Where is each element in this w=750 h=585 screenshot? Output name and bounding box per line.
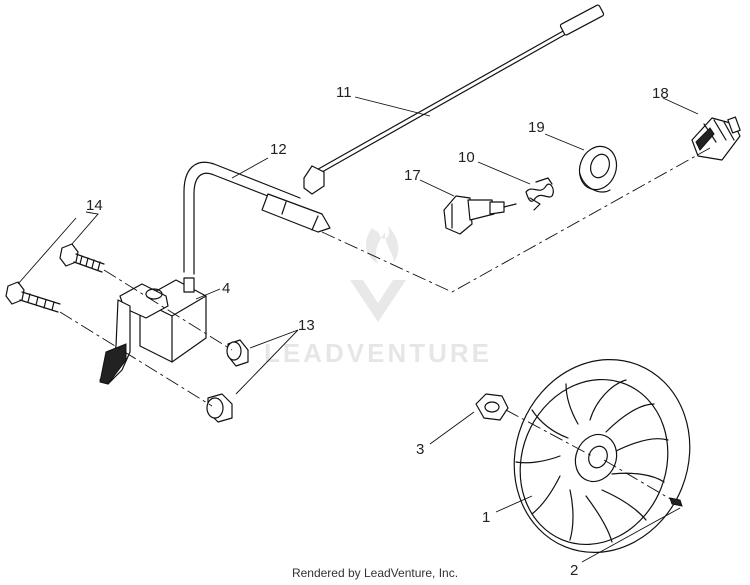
- callout-13: 13: [298, 317, 315, 334]
- callout-17: 17: [404, 167, 421, 184]
- part-17-spark-plug: [443, 195, 517, 235]
- part-10-spring: [525, 177, 554, 211]
- watermark-text: LEADVENTURE: [264, 338, 492, 368]
- part-19-grommet: [578, 145, 618, 193]
- leadventure-watermark: LEADVENTURE: [264, 226, 492, 368]
- assembly-centerlines: [59, 147, 711, 501]
- callout-10: 10: [458, 149, 475, 166]
- callout-labels: 11 12 4 14 13 17 10 19 18 3 1 2: [86, 84, 669, 579]
- callout-3: 3: [416, 441, 424, 458]
- part-13-spacers: [206, 339, 249, 423]
- part-18-terminal: [691, 116, 741, 161]
- bolt-upper: [59, 243, 105, 273]
- part-2-flywheel-key: [669, 497, 683, 507]
- bolt-lower: [5, 281, 61, 313]
- part-12-spark-plug-lead: [183, 161, 331, 275]
- flywheel-fins: [515, 379, 669, 543]
- callout-1: 1: [482, 509, 490, 526]
- callout-12: 12: [270, 141, 287, 158]
- part-14-mounting-bolts: [5, 243, 105, 313]
- footer-credit: Rendered by LeadVenture, Inc.: [291, 566, 459, 580]
- callout-2: 2: [570, 562, 578, 579]
- flame-logo-icon: [350, 226, 406, 322]
- callout-14: 14: [86, 197, 103, 214]
- callout-4: 4: [222, 280, 230, 297]
- callout-18: 18: [652, 85, 669, 102]
- callout-11: 11: [336, 84, 352, 101]
- spacer-lower: [206, 393, 233, 423]
- part-11-stop-wire: [303, 4, 605, 195]
- callout-19: 19: [528, 119, 545, 136]
- leader-lines: [17, 96, 699, 563]
- part-4-ignition-coil: [99, 277, 207, 385]
- part-1-flywheel: [513, 358, 691, 554]
- spacer-upper: [226, 339, 249, 367]
- part-3-nut: [475, 393, 509, 421]
